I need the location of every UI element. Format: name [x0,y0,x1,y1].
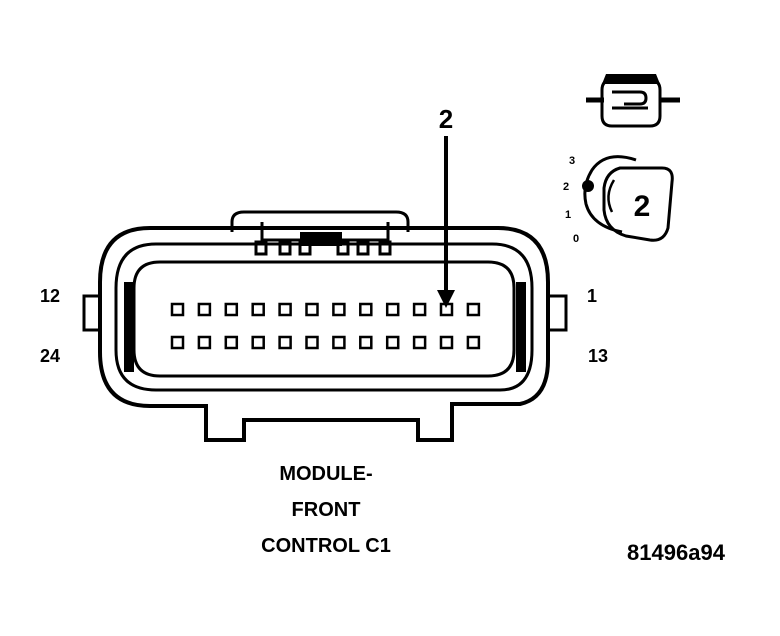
connector-left-ear [82,294,100,332]
callout-number: 2 [439,104,453,134]
terminal-cavity [170,335,185,350]
pin-label-bottom-left: 24 [40,346,60,366]
title-line-2: FRONT [292,499,361,521]
terminal-cavity [385,302,400,317]
key-key-number: 2 [634,190,651,223]
latch-tooth [336,240,350,256]
terminal-cavities [170,302,481,350]
terminal-cavity [332,302,346,317]
pin-label-bottom-right: 13 [588,346,608,366]
connector-housing [82,210,568,442]
terminal-cavity [466,335,481,350]
terminal-cavity [412,302,427,317]
latch-tooth [378,240,392,256]
terminal-cavity [332,335,346,350]
terminal-cavity [278,302,292,317]
latch-tooth [254,240,268,256]
terminal-cavity [251,335,265,350]
terminal-cavity [197,302,212,317]
pin-label-top-right: 1 [587,286,597,306]
key-position-3: 3 [569,155,575,167]
terminal-cavity [359,302,373,317]
title-line-3: CONTROL C1 [261,535,391,557]
terminal-cavity [170,302,185,317]
pin-label-top-left: 12 [40,286,60,306]
key-position-2: 2 [563,181,569,193]
latch-teeth [254,240,392,256]
key-position-0: 0 [573,233,579,245]
latch-tooth [356,240,370,256]
connector-outer-shell [98,226,550,442]
title-line-1: MODULE- [279,463,372,485]
connector-symbol-icon [586,74,680,128]
terminal-cavity [224,302,239,317]
callout: 2 [437,104,455,308]
terminal-cavity [412,335,427,350]
connector-inner-shell [114,242,534,392]
callout-arrow-head [437,290,455,308]
terminal-cavity [439,335,454,350]
latch-tooth [298,240,312,256]
terminal-cavity [305,335,319,350]
terminal-cavity [385,335,400,350]
connector-right-ear [548,294,568,332]
connector-latch [230,210,410,232]
latch-tooth [278,240,292,256]
key-position-1: 1 [565,209,571,221]
figure-id: 81496a94 [627,540,726,565]
terminal-cavity [224,335,239,350]
terminal-cavity [251,302,265,317]
right-guide-rail [516,282,526,372]
connector-face [132,260,516,378]
terminal-cavity [305,302,319,317]
ignition-key-icon: 2 3 2 1 0 [563,155,674,245]
terminal-cavity [197,335,212,350]
left-guide-rail [124,282,134,372]
terminal-cavity [278,335,292,350]
terminal-cavity [466,302,481,317]
terminal-cavity [359,335,373,350]
